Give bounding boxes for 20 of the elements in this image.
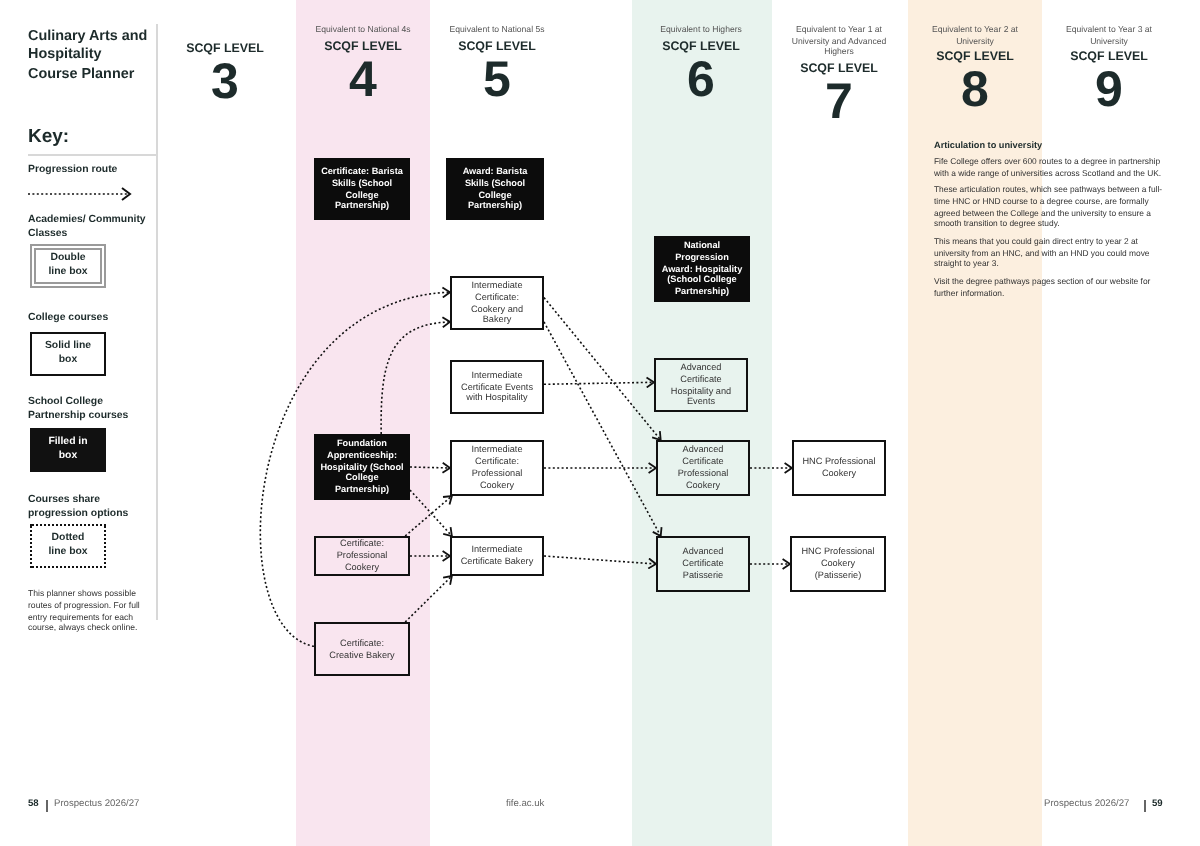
level-number: 7	[825, 77, 853, 128]
progression-arrow	[543, 555, 657, 570]
key-heading: Key:	[28, 126, 70, 148]
progression-arrow	[409, 550, 451, 562]
progression-arrow	[404, 575, 453, 623]
progression-arrow	[749, 558, 791, 570]
level-number: 8	[961, 66, 989, 117]
progression-arrow	[260, 287, 451, 648]
progression-arrow	[749, 462, 793, 474]
level-number: 5	[483, 55, 511, 106]
level-number: 6	[687, 55, 715, 106]
progression-arrow	[543, 296, 662, 441]
progression-arrow	[543, 321, 663, 537]
level-number: 9	[1095, 66, 1123, 117]
progression-arrow	[380, 316, 451, 435]
progression-arrow	[543, 462, 657, 474]
progression-arrow	[543, 376, 655, 389]
level-number: 4	[349, 55, 377, 106]
progression-arrow	[409, 461, 451, 474]
level-number: 3	[211, 58, 239, 108]
